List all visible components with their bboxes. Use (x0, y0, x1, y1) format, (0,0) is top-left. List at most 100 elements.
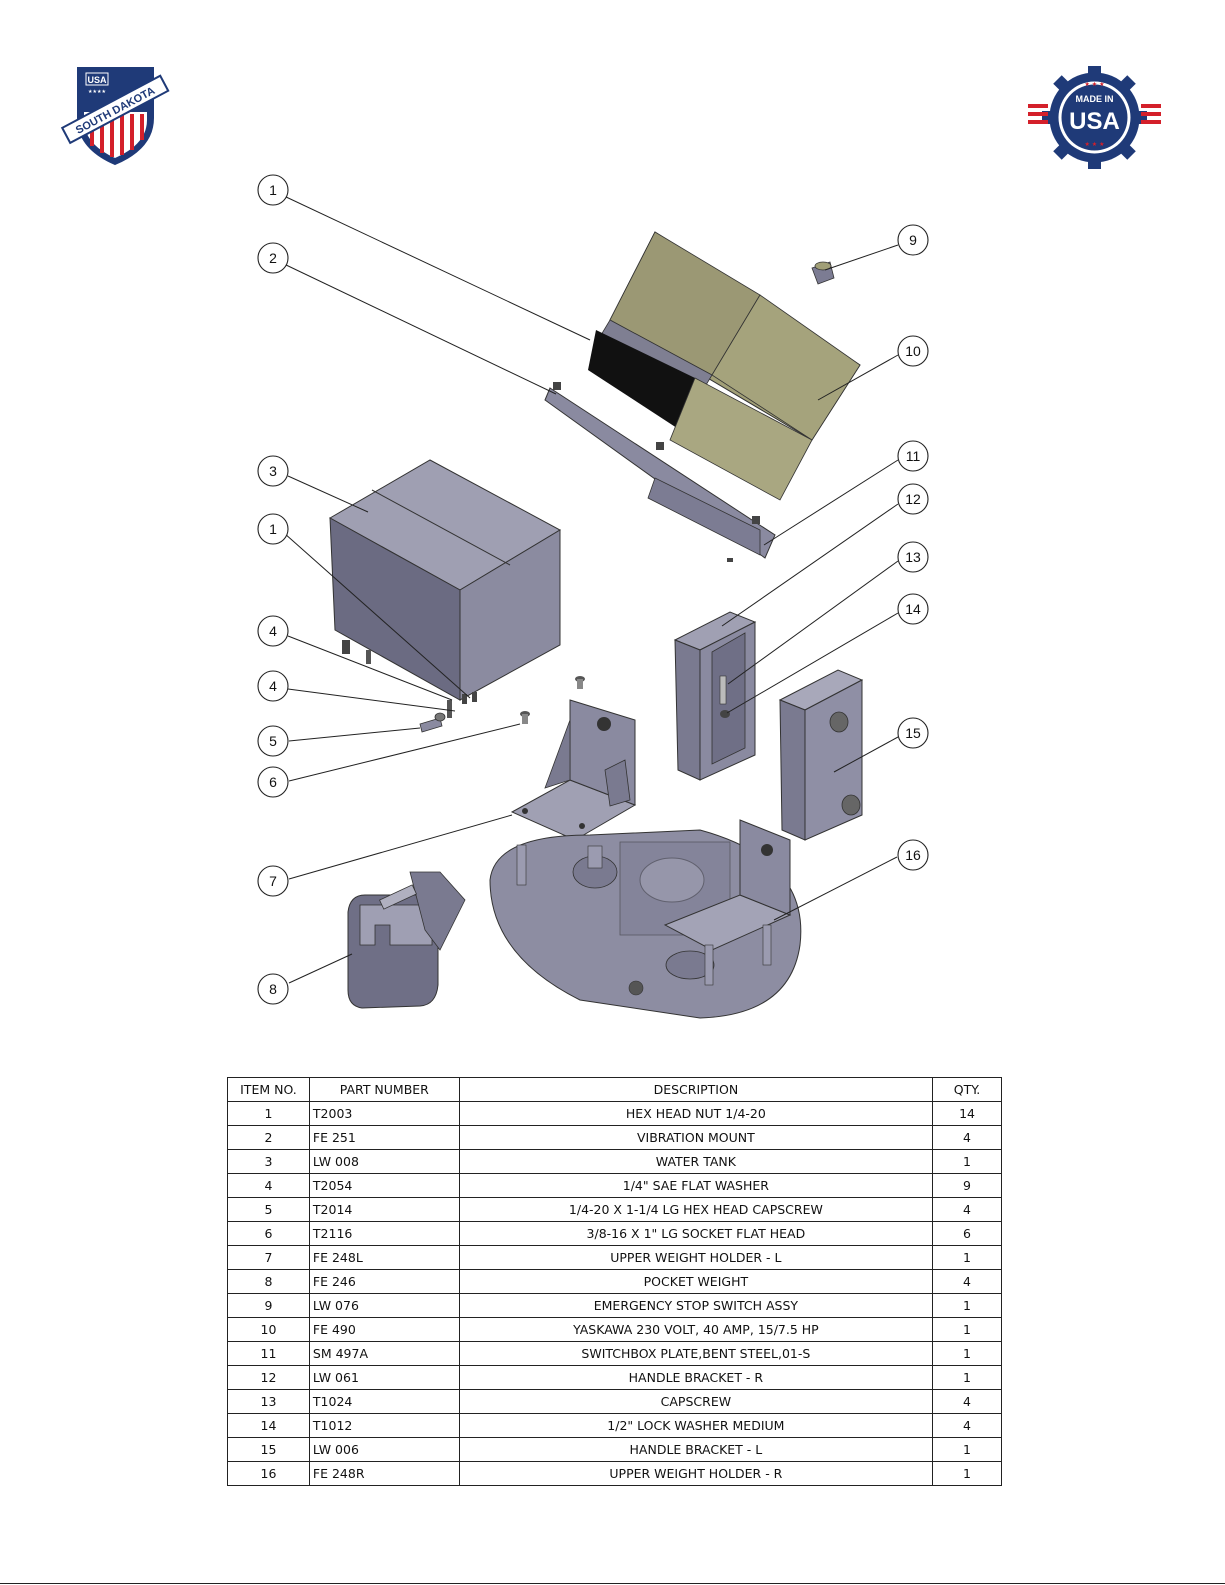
item-no-cell: 1 (227, 1101, 310, 1126)
item-no-cell: 6 (227, 1221, 310, 1246)
south-dakota-logo: USA ★★★★ SOUTH DAKOTA (60, 67, 170, 166)
svg-text:4: 4 (269, 678, 277, 694)
description-cell: HANDLE BRACKET - R (458, 1365, 934, 1390)
svg-text:4: 4 (269, 623, 277, 639)
description-cell: CAPSCREW (458, 1389, 934, 1414)
description-cell: 1/4" SAE FLAT WASHER (458, 1173, 934, 1198)
callout-2: 2 (257, 242, 289, 274)
svg-text:3: 3 (269, 463, 277, 479)
svg-text:5: 5 (269, 733, 277, 749)
qty-cell: 6 (932, 1221, 1002, 1246)
qty-cell: 4 (932, 1413, 1002, 1438)
part-number-cell: LW 006 (308, 1437, 460, 1462)
svg-text:14: 14 (905, 601, 921, 617)
svg-text:★ ★ ★: ★ ★ ★ (1085, 81, 1105, 88)
emergency-stop (811, 261, 835, 285)
table-header-row: ITEM NO. PART NUMBER DESCRIPTION QTY. (227, 1077, 1002, 1102)
part-number-cell: T2003 (308, 1101, 460, 1126)
footer-rule (0, 1583, 1225, 1584)
callout-4b: 4 (257, 670, 289, 702)
exploded-assembly-diagram: 1 2 3 1 4 4 5 6 7 8 9 10 11 12 13 14 15 … (257, 174, 929, 1019)
callout-7: 7 (257, 865, 289, 897)
item-no-cell: 12 (227, 1365, 310, 1390)
part-number-cell: T2116 (308, 1221, 460, 1246)
svg-text:7: 7 (269, 873, 277, 889)
qty-cell: 1 (932, 1149, 1002, 1174)
svg-text:6: 6 (269, 774, 277, 790)
callout-12: 12 (897, 483, 929, 515)
item-no-cell: 10 (227, 1317, 310, 1342)
svg-text:15: 15 (905, 725, 921, 741)
control-box (588, 231, 861, 501)
callout-9: 9 (897, 224, 929, 256)
callout-11: 11 (897, 440, 929, 472)
description-cell: HANDLE BRACKET - L (458, 1437, 934, 1462)
qty-cell: 14 (932, 1101, 1002, 1126)
svg-text:8: 8 (269, 981, 277, 997)
description-cell: UPPER WEIGHT HOLDER - R (458, 1461, 934, 1486)
upper-weight-holder-left (510, 699, 637, 841)
qty-cell: 1 (932, 1341, 1002, 1366)
water-tank (328, 459, 562, 718)
svg-text:12: 12 (905, 491, 921, 507)
callout-3: 3 (257, 455, 289, 487)
qty-cell: 1 (932, 1293, 1002, 1318)
handle-bracket-left (778, 669, 864, 841)
svg-text:2: 2 (269, 250, 277, 266)
qty-cell: 4 (932, 1197, 1002, 1222)
item-no-cell: 4 (227, 1173, 310, 1198)
qty-cell: 1 (932, 1245, 1002, 1270)
callout-15: 15 (897, 717, 929, 749)
part-number-cell: FE 248L (308, 1245, 460, 1270)
svg-text:USA: USA (87, 75, 107, 85)
header-qty: QTY. (932, 1077, 1002, 1102)
header-item-no: ITEM NO. (227, 1077, 310, 1102)
item-no-cell: 2 (227, 1125, 310, 1150)
item-no-cell: 5 (227, 1197, 310, 1222)
part-number-cell: FE 490 (308, 1317, 460, 1342)
svg-text:11: 11 (906, 448, 921, 464)
svg-text:13: 13 (905, 549, 921, 565)
description-cell: WATER TANK (458, 1149, 934, 1174)
fasteners (419, 676, 585, 733)
header-description: DESCRIPTION (458, 1077, 934, 1102)
callout-8: 8 (257, 973, 289, 1005)
part-number-cell: LW 008 (308, 1149, 460, 1174)
part-number-cell: LW 076 (308, 1293, 460, 1318)
callout-14: 14 (897, 593, 929, 625)
pocket-weight (347, 871, 466, 1009)
item-no-cell: 8 (227, 1269, 310, 1294)
svg-text:★ ★ ★: ★ ★ ★ (1085, 141, 1105, 148)
description-cell: HEX HEAD NUT 1/4-20 (458, 1101, 934, 1126)
part-number-cell: FE 248R (308, 1461, 460, 1486)
part-number-cell: LW 061 (308, 1365, 460, 1390)
handle-bracket-right (673, 611, 757, 781)
description-cell: YASKAWA 230 VOLT, 40 AMP, 15/7.5 HP (458, 1317, 934, 1342)
leader-lines (283, 195, 899, 984)
description-cell: SWITCHBOX PLATE,BENT STEEL,01-S (458, 1341, 934, 1366)
item-no-cell: 16 (227, 1461, 310, 1486)
callout-13: 13 (897, 541, 929, 573)
callout-5: 5 (257, 725, 289, 757)
item-no-cell: 15 (227, 1437, 310, 1462)
made-in-usa-logo: ★ ★ ★ MADE IN USA ★ ★ ★ (1028, 66, 1161, 169)
description-cell: 1/4-20 X 1-1/4 LG HEX HEAD CAPSCREW (458, 1197, 934, 1222)
item-no-cell: 3 (227, 1149, 310, 1174)
callout-16: 16 (897, 839, 929, 871)
callout-1b: 1 (257, 513, 289, 545)
callout-1a: 1 (257, 174, 289, 206)
